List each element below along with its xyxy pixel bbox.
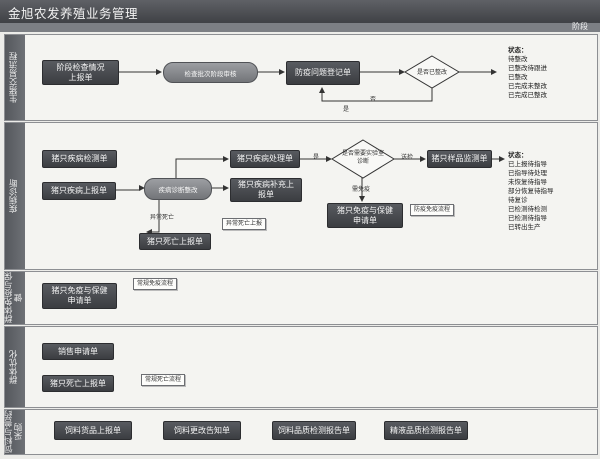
phase-label: 阶段 xyxy=(572,22,588,31)
status-line: 已整改 xyxy=(508,72,528,81)
decision-label: 是否已整改 xyxy=(416,69,447,76)
yes-label: 是 xyxy=(343,106,350,113)
lane-header xyxy=(5,327,25,407)
status-line: 未恢复待指导 xyxy=(508,177,547,186)
abnormal-death-label: 异常死亡 xyxy=(150,214,175,221)
lane2-status-list: 状态： 已上报待指导 已指导待处理 未恢复待指导 部分恢复待指导 待复诊 已检测… xyxy=(508,151,554,232)
connector-arrow xyxy=(116,185,145,191)
yes-label: 是 xyxy=(313,154,320,161)
decision-diamond xyxy=(331,139,395,179)
status-line: 已指导待处理 xyxy=(508,168,547,177)
status-line: 状态： xyxy=(508,46,528,54)
lab-decision[interactable] xyxy=(331,139,395,179)
stage-report-box[interactable]: 阶段检查情况 上报单 xyxy=(42,60,119,85)
lane-header xyxy=(5,123,25,269)
disease-monitor-box[interactable]: 猪只疾病检测单 xyxy=(42,150,117,168)
status-line: 部分恢复待指导 xyxy=(508,186,554,195)
sale-apply-box[interactable]: 销售申请单 xyxy=(42,343,114,360)
lane-herd-optimization: 群体优化 xyxy=(4,326,598,408)
status-line: 已转出生产 xyxy=(508,222,541,231)
status-line: 已整改待跟进 xyxy=(508,63,547,72)
status-line: 待整改 xyxy=(508,54,528,63)
disease-supplement-box[interactable]: 猪只疾病补充上 报单 xyxy=(230,178,302,202)
abnormal-death-note: 异常死亡上报 xyxy=(222,218,267,230)
immune-apply-box[interactable]: 猪只免疫与保健 申请单 xyxy=(42,283,117,309)
send-test-label: 送检 xyxy=(401,154,414,161)
title-bar: 金旭农发养殖业务管理 xyxy=(0,0,600,23)
diagnosis-process[interactable]: 疾病诊断整改 xyxy=(144,178,212,200)
immune-apply-box[interactable]: 猪只免疫与保健 申请单 xyxy=(327,203,403,228)
status-line: 已完成未整改 xyxy=(508,81,547,90)
immune-process-note: 防疫免疫流程 xyxy=(410,204,455,216)
status-line: 已检测待指导 xyxy=(508,213,547,222)
decision-label: 是否需要实验室 诊断 xyxy=(341,150,384,166)
semen-quality-box[interactable]: 精液品质检测报告单 xyxy=(384,421,468,440)
routine-death-note: 常规死亡流程 xyxy=(141,374,186,386)
status-line: 已上报待指导 xyxy=(508,159,547,168)
death-report-box[interactable]: 猪只死亡上报单 xyxy=(139,233,211,250)
connector-arrow xyxy=(146,200,160,235)
lane-header xyxy=(5,35,25,120)
app-title: 金旭农发养殖业务管理 xyxy=(8,6,139,21)
decision-diamond xyxy=(404,55,460,89)
no-label: 否 xyxy=(370,96,377,103)
status-line: 待复诊 xyxy=(508,195,528,204)
rectified-decision[interactable] xyxy=(404,55,460,89)
routine-immune-note: 常规免疫流程 xyxy=(133,278,178,290)
status-line: 状态： xyxy=(508,151,528,159)
prevention-issue-box[interactable]: 防疫问题登记单 xyxy=(286,61,360,85)
phase-bar: 阶段 xyxy=(0,22,600,32)
connector-arrow xyxy=(175,156,229,178)
need-immune-label: 需免疫 xyxy=(352,186,371,193)
disease-report-box[interactable]: 猪只疾病上报单 xyxy=(42,182,116,200)
status-line: 已检测待检测 xyxy=(508,204,547,213)
status-line: 已完成已整改 xyxy=(508,90,547,99)
lane-header xyxy=(5,410,25,454)
connector-arrow xyxy=(319,87,433,102)
lane1-status-list: 状态： 待整改 已整改待跟进 已整改 已完成未整改 已完成已整改 xyxy=(508,46,547,100)
lane-header xyxy=(5,272,25,324)
death-report-box[interactable]: 猪只死亡上报单 xyxy=(42,375,114,392)
feed-change-box[interactable]: 饲料更改告知单 xyxy=(163,421,241,440)
sample-monitor-box[interactable]: 猪只样品监测单 xyxy=(427,150,492,168)
feed-quality-box[interactable]: 饲料品质检测报告单 xyxy=(272,421,356,440)
feed-report-box[interactable]: 饲料货品上报单 xyxy=(54,421,132,440)
disease-handle-box[interactable]: 猪只疾病处理单 xyxy=(230,150,300,168)
batch-review-process[interactable]: 检查批次阶段审核 xyxy=(163,62,258,83)
